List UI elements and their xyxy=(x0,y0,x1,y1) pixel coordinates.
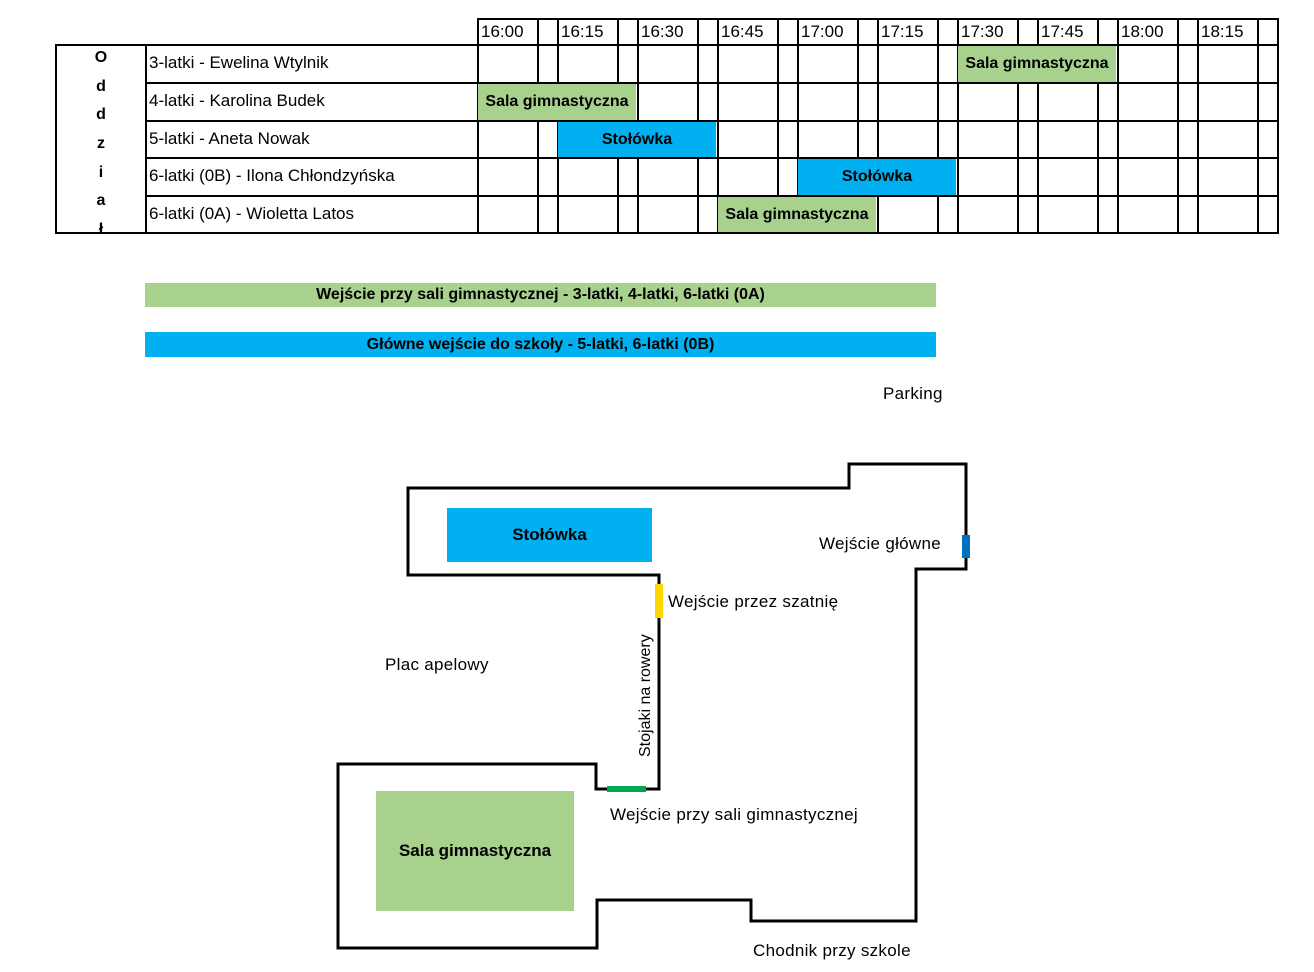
activity-slot-label: Sala gimnastyczna xyxy=(725,205,869,223)
legend-main-entrance: Główne wejście do szkoły - 5-latki, 6-la… xyxy=(145,332,936,357)
gym-entrance-label: Wejście przy sali gimnastycznej xyxy=(610,805,859,824)
activity-slot-label: Sala gimnastyczna xyxy=(485,93,629,110)
grid-line-column xyxy=(797,18,799,234)
group-name: 3-latki - Ewelina Wtylnik xyxy=(149,53,329,72)
grid-line-column xyxy=(537,18,539,234)
grid-line-row xyxy=(145,195,1279,197)
gym-room-label: Sala gimnastyczna xyxy=(398,841,552,860)
grid-line-column xyxy=(857,18,859,234)
grid-line-row xyxy=(145,82,1279,84)
activity-slot-label: Stołówka xyxy=(841,168,913,185)
time-header: 17:00 xyxy=(801,22,844,41)
time-header: 16:15 xyxy=(561,22,604,41)
grid-line-column xyxy=(1017,18,1019,234)
group-name: 6-latki (0B) - Ilona Chłondzyńska xyxy=(149,166,395,185)
grid-line-row xyxy=(145,157,1279,159)
activity-slot-label: Sala gimnastyczna xyxy=(965,55,1109,72)
bike-racks-label: Stojaki na rowery xyxy=(637,634,654,757)
group-name: 6-latki (0A) - Wioletta Latos xyxy=(149,204,355,223)
time-header: 16:45 xyxy=(721,22,764,41)
activity-slot: Sala gimnastyczna xyxy=(958,46,1116,82)
activity-slot: Stołówka xyxy=(798,159,956,195)
group-name: 4-latki - Karolina Budek xyxy=(149,91,325,110)
grid-line-column xyxy=(957,18,959,234)
sidewalk-label: Chodnik przy szkole xyxy=(753,941,911,960)
grid-line-column xyxy=(1097,18,1099,234)
grid-line-column xyxy=(1117,18,1119,234)
gym-room: Sala gimnastyczna xyxy=(376,791,574,911)
cloakroom-entrance-label: Wejście przez szatnię xyxy=(668,592,839,611)
grid-line-column xyxy=(1277,18,1279,234)
activity-slot: Sala gimnastyczna xyxy=(478,84,636,120)
activity-slot: Stołówka xyxy=(558,122,716,157)
grid-line-column xyxy=(477,18,479,234)
group-name: 5-latki - Aneta Nowak xyxy=(149,129,310,148)
grid-line-column xyxy=(1197,18,1199,234)
canteen-room: Stołówka xyxy=(447,508,652,562)
grid-line-column xyxy=(777,18,779,234)
time-header: 17:30 xyxy=(961,22,1004,41)
legend-gym-entrance-text: Wejście przy sali gimnastycznej - 3-latk… xyxy=(316,286,765,303)
cloakroom-entrance-marker xyxy=(655,584,663,618)
legend-gym-entrance: Wejście przy sali gimnastycznej - 3-latk… xyxy=(145,283,936,307)
time-header: 16:00 xyxy=(481,22,524,41)
activity-slot-label: Stołówka xyxy=(601,130,673,148)
grid-line-row xyxy=(55,44,1279,46)
main-entrance-label: Wejście główne xyxy=(819,534,941,553)
grid-line-column xyxy=(877,18,879,234)
section-label-letter: a xyxy=(96,192,106,210)
main-entrance-marker xyxy=(962,535,970,558)
time-header: 17:45 xyxy=(1041,22,1084,41)
assembly-square-label: Plac apelowy xyxy=(385,655,489,674)
section-label-letter: z xyxy=(97,135,105,152)
time-header: 18:15 xyxy=(1201,22,1244,41)
section-label-letter: d xyxy=(96,106,106,124)
grid-line-column xyxy=(1037,18,1039,234)
section-label-letter: O xyxy=(94,49,108,66)
section-label-letter: ł xyxy=(98,221,104,238)
section-label-letter: d xyxy=(96,77,106,95)
grid-line-column xyxy=(937,18,939,234)
wall-outline xyxy=(336,462,968,950)
legend-main-entrance-text: Główne wejście do szkoły - 5-latki, 6-la… xyxy=(366,335,715,353)
time-header: 18:00 xyxy=(1121,22,1164,41)
grid-line-column xyxy=(1177,18,1179,234)
grid-line-left-outer xyxy=(55,44,57,234)
grid-line-column xyxy=(717,18,719,234)
gym-entrance-marker xyxy=(607,786,646,792)
grid-line-row xyxy=(145,120,1279,122)
activity-slot: Sala gimnastyczna xyxy=(718,197,876,232)
grid-line-column xyxy=(1257,18,1259,234)
grid-line-left-inner xyxy=(145,44,147,234)
grid-line-row xyxy=(55,232,1279,234)
time-header: 16:30 xyxy=(641,22,684,41)
time-header: 17:15 xyxy=(881,22,924,41)
parking-label: Parking xyxy=(883,384,943,403)
section-label-letter: i xyxy=(98,163,104,181)
canteen-room-label: Stołówka xyxy=(512,525,587,544)
